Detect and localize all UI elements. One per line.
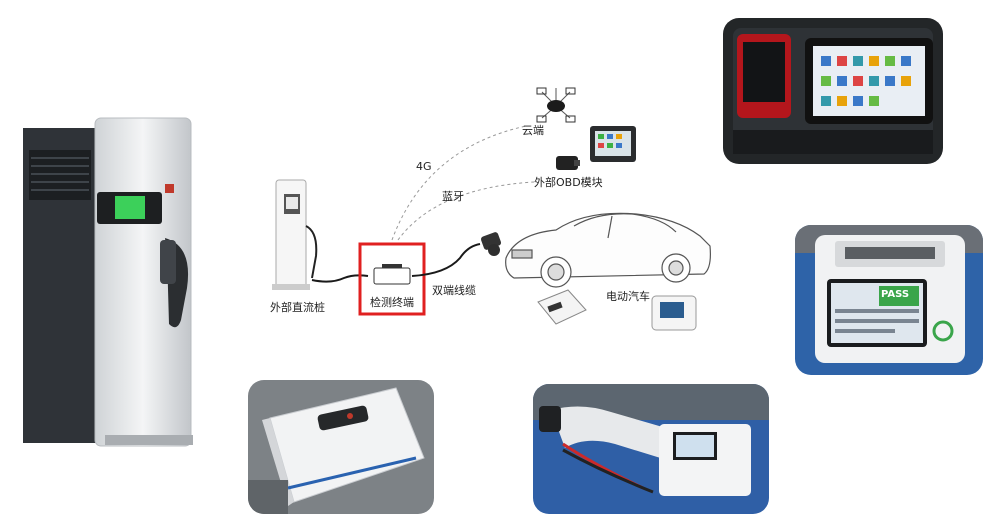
cable-label: 双端线缆 <box>432 284 476 297</box>
pass-badge-text: PASS <box>881 289 910 300</box>
device-on-floor-photo <box>248 380 434 514</box>
obd-module-icon <box>556 156 580 170</box>
ev-label: 电动汽车 <box>606 290 650 303</box>
terminal-label: 检测终端 <box>370 296 414 309</box>
obd-label: 外部OBD模块 <box>534 176 603 189</box>
fourg-label: 4G <box>416 160 432 173</box>
cloud-network-icon <box>536 87 576 123</box>
bluetooth-label: 蓝牙 <box>442 190 464 203</box>
dc-charging-pile-photo <box>23 117 193 447</box>
system-diagram <box>272 87 711 331</box>
electric-car-icon <box>505 212 711 288</box>
diagnostic-tablet-icon <box>590 126 636 162</box>
charging-gun-icon <box>480 232 502 256</box>
small-tester-icon <box>651 295 697 331</box>
cloud-label: 云端 <box>522 124 544 137</box>
charging-gun-tester-photo <box>533 384 769 514</box>
gun-device-icon <box>537 289 587 325</box>
external-dc-pile-icon <box>272 179 318 290</box>
tester-pass-photo: PASS <box>795 225 983 375</box>
pile-label: 外部直流桩 <box>270 301 325 314</box>
diagnostic-tablet-photo <box>723 18 943 164</box>
detection-terminal-icon <box>358 242 426 316</box>
